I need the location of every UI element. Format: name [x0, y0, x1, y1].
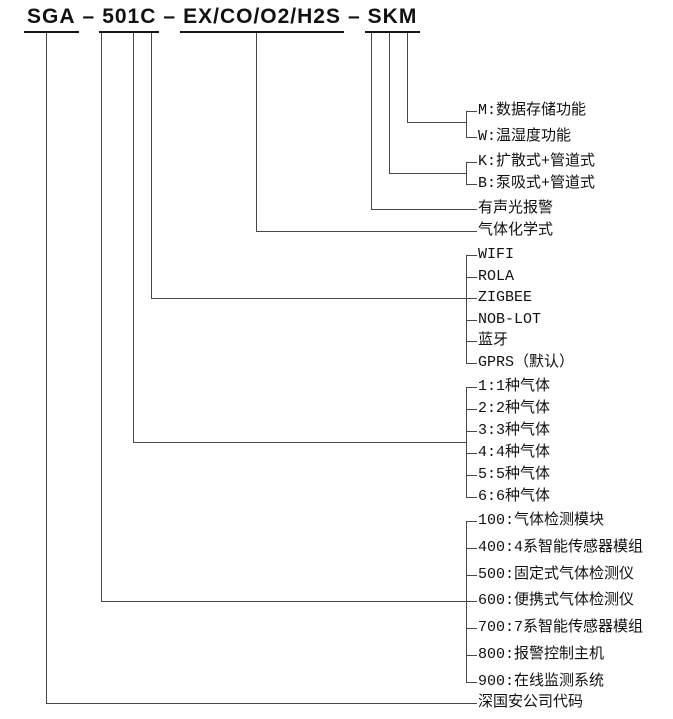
option-temp-humidity: W:温湿度功能 — [465, 128, 572, 145]
model-separator: – — [82, 5, 96, 28]
gas-formula-branch-hline — [256, 231, 467, 232]
option-sound-light-alarm: 有声光报警 — [465, 200, 554, 217]
option-series-700: 700:7系智能传感器模组 — [465, 619, 644, 636]
option-wifi: WIFI — [465, 246, 515, 263]
data-function-branch-vline — [407, 33, 408, 123]
gas-formula-branch-vline — [256, 33, 257, 232]
option-gas-count-4: 4:4种气体 — [465, 444, 551, 461]
option-series-400: 400:4系智能传感器模组 — [465, 539, 644, 556]
option-bluetooth: 蓝牙 — [465, 332, 509, 349]
series-branch-vline — [101, 33, 102, 602]
model-code: SGA – 501C – EX/CO/O2/H2S – SKM — [24, 5, 421, 33]
data-function-group-bracket — [466, 111, 467, 138]
model-separator: – — [347, 5, 361, 28]
data-function-branch-hline — [407, 122, 467, 123]
option-company-code: 深国安公司代码 — [465, 694, 584, 711]
model-separator: – — [163, 5, 177, 28]
option-pump-duct: B:泵吸式+管道式 — [465, 175, 596, 192]
model-segment-skm: SKM — [364, 5, 421, 33]
model-segment-gases: EX/CO/O2/H2S — [180, 5, 344, 33]
series-group-bracket — [466, 521, 467, 683]
sampling-branch-vline — [389, 33, 390, 174]
option-series-900: 900:在线监测系统 — [465, 673, 605, 690]
company-branch-hline — [46, 703, 467, 704]
communication-branch-hline — [151, 298, 467, 299]
option-gprs-default: GPRS（默认） — [465, 354, 575, 371]
option-nob-lot: NOB-LOT — [465, 311, 542, 328]
communication-group-bracket — [466, 255, 467, 364]
series-branch-hline — [101, 601, 467, 602]
option-gas-count-5: 5:5种气体 — [465, 466, 551, 483]
company-branch-vline — [46, 33, 47, 704]
option-series-500: 500:固定式气体检测仪 — [465, 566, 635, 583]
option-data-storage: M:数据存储功能 — [465, 102, 587, 119]
option-gas-formula: 气体化学式 — [465, 222, 554, 239]
model-segment-sga: SGA — [24, 5, 79, 33]
option-zigbee: ZIGBEE — [465, 289, 533, 306]
gas-count-branch-vline — [133, 33, 134, 443]
option-series-800: 800:报警控制主机 — [465, 646, 605, 663]
alarm-branch-vline — [371, 33, 372, 210]
option-rola: ROLA — [465, 268, 515, 285]
gas-count-branch-hline — [133, 442, 467, 443]
communication-branch-vline — [151, 33, 152, 299]
model-segment-501c: 501C — [99, 5, 160, 33]
option-gas-count-3: 3:3种气体 — [465, 422, 551, 439]
option-gas-count-6: 6:6种气体 — [465, 488, 551, 505]
option-series-100: 100:气体检测模块 — [465, 512, 605, 529]
gas-count-group-bracket — [466, 387, 467, 498]
option-gas-count-1: 1:1种气体 — [465, 378, 551, 395]
option-series-600: 600:便携式气体检测仪 — [465, 592, 635, 609]
option-diffusion-duct: K:扩散式+管道式 — [465, 153, 596, 170]
sampling-group-bracket — [466, 162, 467, 185]
alarm-branch-hline — [371, 209, 467, 210]
option-gas-count-2: 2:2种气体 — [465, 400, 551, 417]
sampling-branch-hline — [389, 173, 467, 174]
